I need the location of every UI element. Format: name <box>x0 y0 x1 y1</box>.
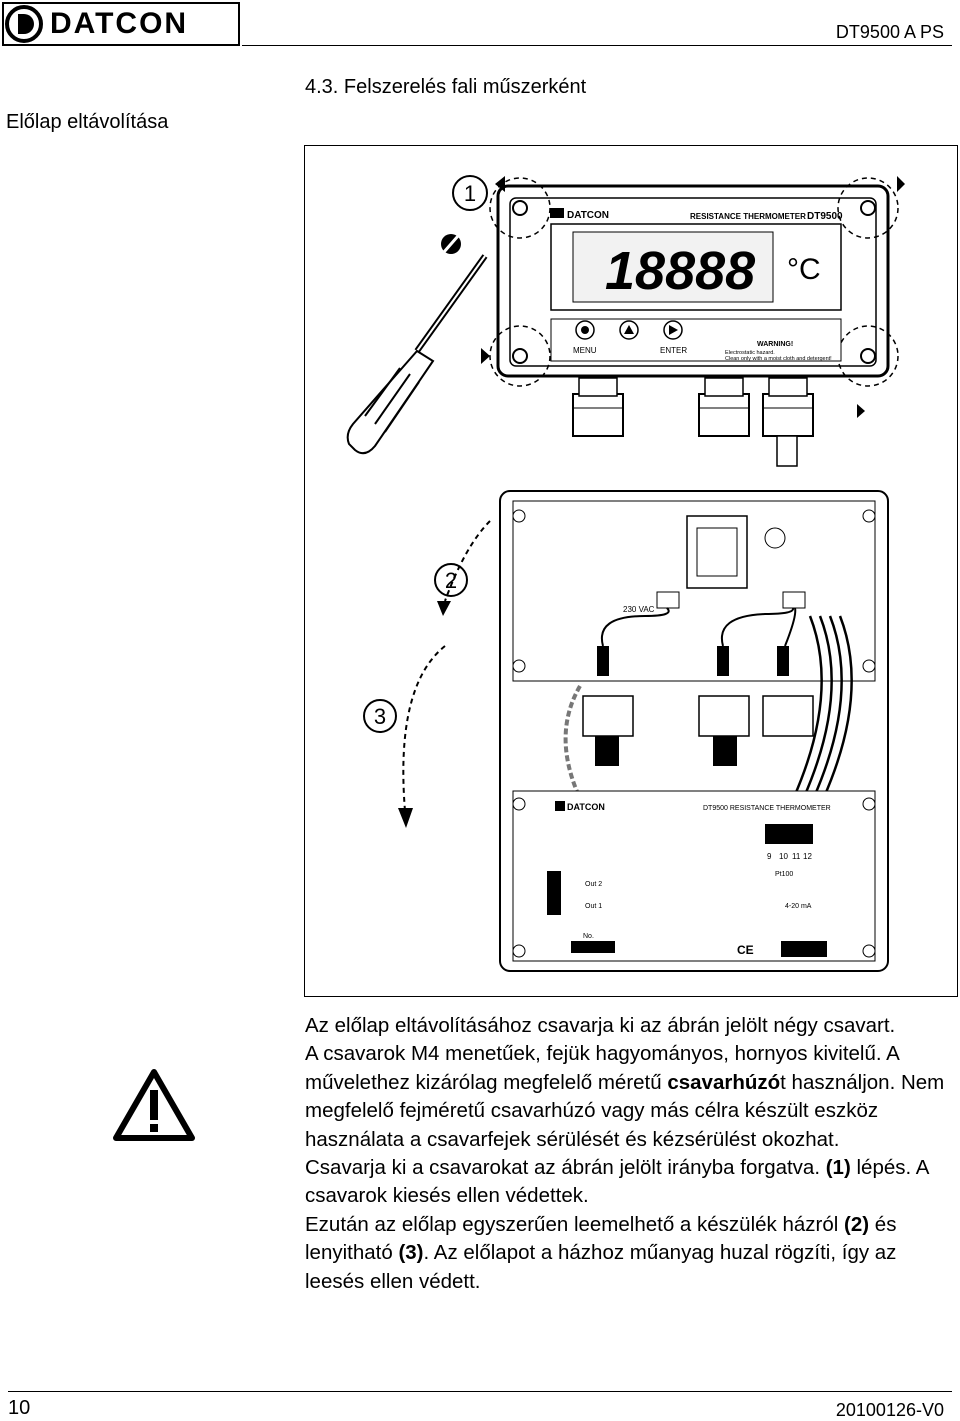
rotation-arrow-icons <box>481 176 905 418</box>
device-brand: DATCON <box>567 210 609 221</box>
emphasis-screwdriver: csavarhúzó <box>667 1070 781 1094</box>
display-unit: °C <box>787 253 821 286</box>
paragraph-2: A csavarok M4 menetűek, fejük hagyományo… <box>305 1042 945 1151</box>
screwdriver-icon <box>346 254 488 455</box>
device-name: RESISTANCE THERMOMETER <box>690 212 806 221</box>
warning-line1: Electrostatic hazard. <box>725 350 775 356</box>
warning-title: WARNING! <box>757 341 793 348</box>
pt100-label: Pt100 <box>775 871 793 878</box>
document-id: DT9500 A PS <box>835 22 944 42</box>
out1-label: Out 1 <box>585 903 602 910</box>
enter-label: ENTER <box>660 346 687 355</box>
installation-figure: 1 DATCON RESISTANCE THERMOMETER DT9500 1… <box>304 145 958 997</box>
instruction-text: Az előlap eltávolításához csavarja ki az… <box>305 1012 945 1296</box>
header-rule <box>242 45 952 46</box>
paragraph-3: Csavarja ki a csavarokat az ábrán jelölt… <box>305 1156 929 1208</box>
base-name: DT9500 RESISTANCE THERMOMETER <box>703 805 831 812</box>
paragraph-4: Ezután az előlap egyszerűen leemelhető a… <box>305 1212 897 1293</box>
page-number: 10 <box>8 1397 31 1419</box>
step-1-marker: 1 <box>452 175 488 211</box>
device-model: DT9500 <box>807 211 843 222</box>
paragraph-1: Az előlap eltávolításához csavarja ki az… <box>305 1014 896 1037</box>
no-label: No. <box>583 933 594 940</box>
base-brand: DATCON <box>567 802 605 812</box>
step-2-marker: 2 <box>434 520 491 616</box>
step-2-label: 2 <box>445 568 457 593</box>
step-1-label: 1 <box>464 181 476 206</box>
terminal-10: 10 <box>779 852 788 861</box>
step-3-marker: 3 <box>363 645 446 828</box>
slot-screw-icon <box>441 234 461 254</box>
device-front-panel: DATCON RESISTANCE THERMOMETER DT9500 188… <box>489 177 899 467</box>
current-label: 4-20 mA <box>785 903 812 910</box>
device-base-housing: 230 VAC DATC <box>499 490 889 972</box>
section-title: 4.3. Felszerelés fali műszerként <box>305 76 587 98</box>
footer-rule <box>8 1391 952 1392</box>
out2-label: Out 2 <box>585 881 602 888</box>
terminal-11: 11 <box>792 852 801 861</box>
ce-mark: CE <box>737 943 754 957</box>
device-illustration: 1 DATCON RESISTANCE THERMOMETER DT9500 1… <box>346 175 905 972</box>
supply-label: 230 VAC <box>623 605 655 614</box>
terminal-9: 9 <box>767 852 772 861</box>
logo-text: DATCON <box>50 7 189 40</box>
warning-line2: Clean only with a moist cloth and deterg… <box>725 356 832 362</box>
display-digits: 18888 <box>605 241 755 301</box>
company-logo: DATCON <box>2 2 240 46</box>
side-heading: Előlap eltávolítása <box>6 111 169 133</box>
datcon-logo-icon <box>5 5 43 43</box>
document-revision: 20100126-V0 <box>835 1400 944 1420</box>
terminal-12: 12 <box>803 852 812 861</box>
warning-icon <box>113 1069 195 1141</box>
menu-label: MENU <box>573 346 597 355</box>
step-3-label: 3 <box>374 704 386 729</box>
